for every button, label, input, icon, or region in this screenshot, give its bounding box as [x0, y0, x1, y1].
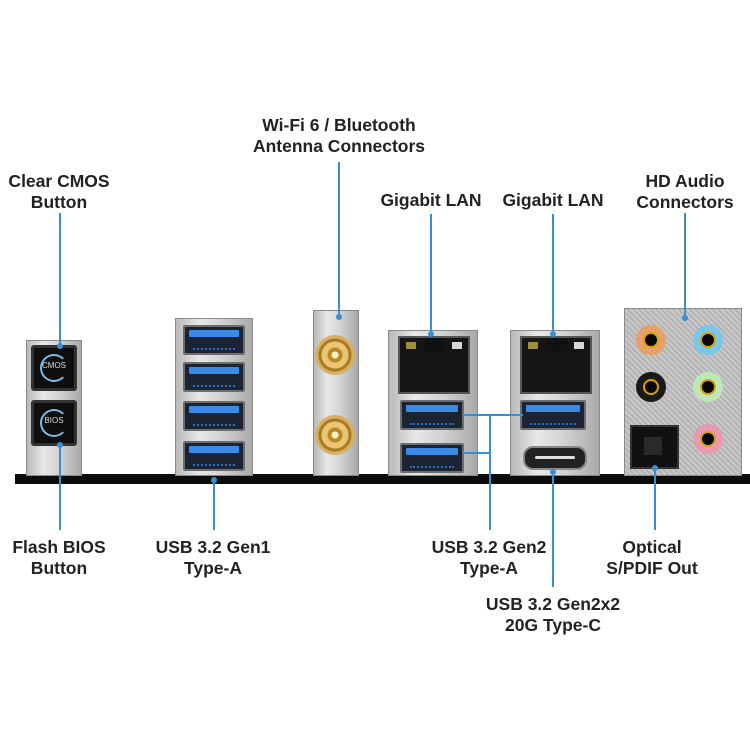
leader-dot — [652, 465, 658, 471]
clear-cmos-button[interactable]: CMOS — [31, 345, 77, 391]
gigabit-lan-2-port[interactable] — [520, 336, 592, 394]
refresh-icon — [40, 354, 68, 382]
gigabit-lan-1-label-text: Gigabit LAN — [380, 190, 482, 210]
leader-line-usb-gen2x2 — [552, 472, 554, 587]
usb-gen1-label-line1: USB 3.2 Gen1 — [155, 537, 271, 557]
usb-gen2x2-label-line1: USB 3.2 Gen2x2 — [485, 594, 621, 614]
usb-gen1-port[interactable] — [183, 325, 245, 355]
leader-line-flash-bios — [59, 445, 61, 530]
leader-dot — [211, 477, 217, 483]
leader-dot — [682, 315, 688, 321]
leader-line-lan2 — [552, 214, 554, 334]
flash-bios-button[interactable]: BIOS — [31, 400, 77, 446]
leader-line-hd-audio — [684, 213, 686, 318]
leader-line-clear-cmos — [59, 213, 61, 346]
antenna-connector[interactable] — [315, 415, 355, 455]
usb-gen2-port[interactable] — [400, 400, 464, 430]
leader-line-usb-gen1 — [213, 480, 215, 530]
hd-audio-label-line1: HD Audio — [645, 171, 725, 191]
leader-line-optical — [654, 468, 656, 530]
usb-gen2-label: USB 3.2 Gen2 Type-A — [432, 537, 547, 579]
audio-jack-green[interactable] — [693, 372, 723, 402]
usb-type-c-port[interactable] — [523, 446, 587, 470]
usb-gen2x2-label: USB 3.2 Gen2x2 20G Type-C — [486, 594, 620, 636]
leader-line-usb-gen2 — [489, 414, 491, 530]
leader-line-usb-gen2-b — [463, 452, 490, 454]
bios-button-text: BIOS — [44, 416, 64, 425]
io-shield-base-bar — [15, 474, 750, 484]
usb-gen1-label: USB 3.2 Gen1 Type-A — [156, 537, 271, 579]
clear-cmos-label-line2: Button — [30, 192, 88, 212]
gigabit-lan-1-label: Gigabit LAN — [380, 190, 481, 211]
refresh-icon — [40, 409, 68, 437]
wifi-antenna-label-line2: Antenna Connectors — [252, 136, 426, 156]
usb-gen2-label-line1: USB 3.2 Gen2 — [431, 537, 547, 557]
wifi-antenna-label-line1: Wi-Fi 6 / Bluetooth — [262, 115, 416, 135]
usb-gen1-port[interactable] — [183, 362, 245, 392]
optical-spdif-label-line2: S/PDIF Out — [606, 558, 698, 578]
leader-line-usb-gen2-a — [463, 414, 523, 416]
wifi-antenna-label: Wi-Fi 6 / Bluetooth Antenna Connectors — [253, 115, 425, 157]
flash-bios-label-line2: Button — [30, 558, 88, 578]
clear-cmos-label-line1: Clear CMOS — [8, 171, 110, 191]
optical-spdif-label: Optical S/PDIF Out — [606, 537, 697, 579]
audio-jack-pink[interactable] — [693, 424, 723, 454]
usb-gen2-label-line2: Type-A — [459, 558, 518, 578]
optical-spdif-port[interactable] — [630, 425, 679, 469]
optical-spdif-label-line1: Optical — [622, 537, 682, 557]
gigabit-lan-2-label-text: Gigabit LAN — [502, 190, 604, 210]
audio-jack-orange[interactable] — [636, 325, 666, 355]
gigabit-lan-1-port[interactable] — [398, 336, 470, 394]
flash-bios-label: Flash BIOS Button — [12, 537, 105, 579]
hd-audio-label: HD Audio Connectors — [636, 171, 733, 213]
usb-gen2x2-label-line2: 20G Type-C — [505, 615, 601, 635]
usb-gen2-port[interactable] — [520, 400, 586, 430]
leader-dot — [57, 442, 63, 448]
antenna-connector[interactable] — [315, 335, 355, 375]
leader-dot — [336, 314, 342, 320]
audio-jack-blue[interactable] — [693, 325, 723, 355]
flash-bios-label-line1: Flash BIOS — [12, 537, 106, 557]
usb-gen2-port[interactable] — [400, 443, 464, 473]
hd-audio-label-line2: Connectors — [636, 192, 734, 212]
clear-cmos-label: Clear CMOS Button — [8, 171, 109, 213]
audio-jack-black[interactable] — [636, 372, 666, 402]
leader-dot — [550, 331, 556, 337]
leader-dot — [57, 343, 63, 349]
cmos-button-text: CMOS — [42, 361, 66, 370]
usb-gen1-port[interactable] — [183, 441, 245, 471]
leader-line-lan1 — [430, 214, 432, 334]
leader-dot — [550, 469, 556, 475]
usb-gen1-port[interactable] — [183, 401, 245, 431]
usb-gen1-label-line2: Type-A — [183, 558, 242, 578]
leader-dot — [428, 331, 434, 337]
gigabit-lan-2-label: Gigabit LAN — [502, 190, 603, 211]
leader-line-wifi — [338, 162, 340, 317]
